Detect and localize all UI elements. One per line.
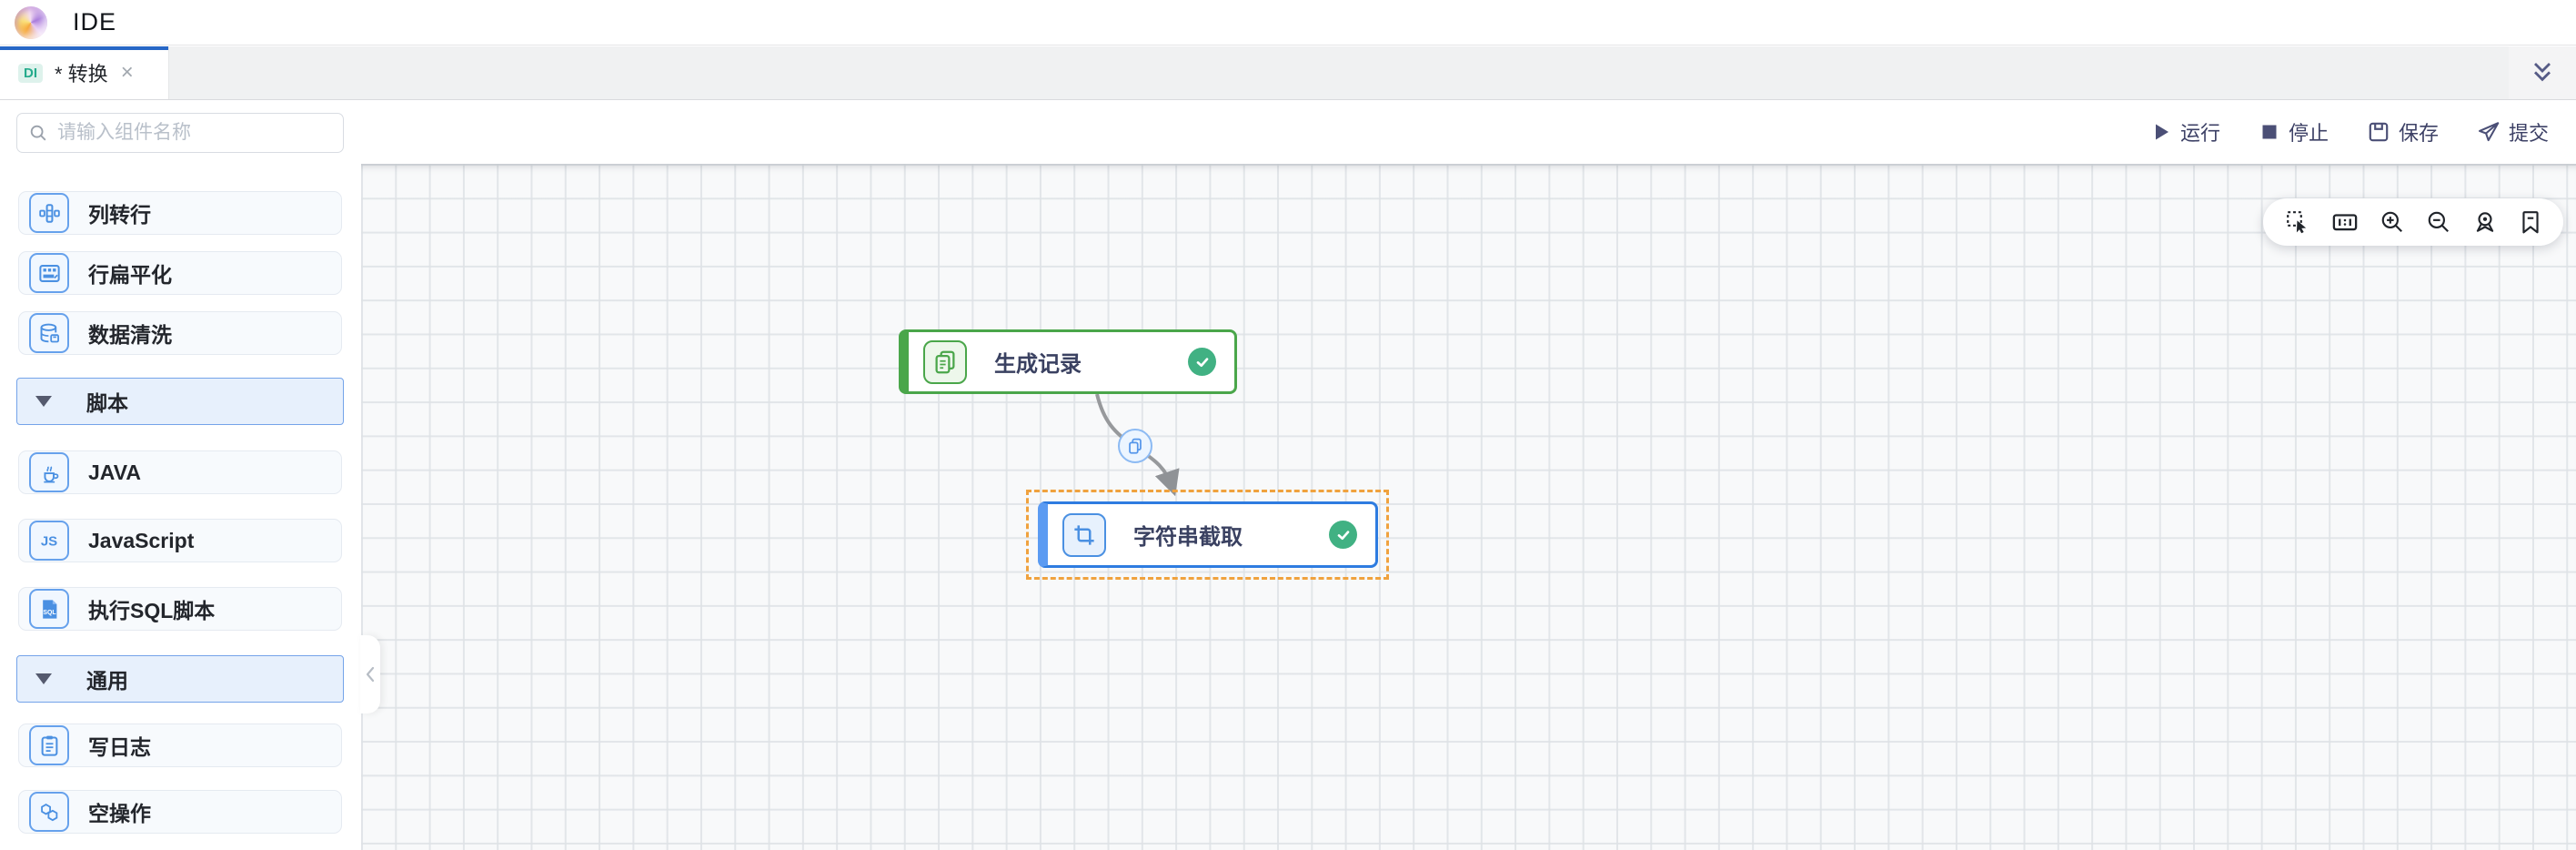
generate-records-icon	[923, 339, 967, 384]
collapse-triangle-icon	[35, 673, 52, 684]
chevron-left-icon	[366, 666, 375, 683]
tab-bar: DI * 转换 ×	[0, 46, 2576, 100]
search-icon	[30, 125, 46, 141]
double-chevron-down-icon	[2534, 63, 2551, 82]
java-icon	[29, 452, 69, 492]
sql-script-icon: SQL	[29, 589, 69, 629]
app-header: IDE	[0, 0, 2576, 46]
svg-text:SQL: SQL	[43, 609, 56, 615]
sidebar-collapse-handle[interactable]	[360, 635, 380, 713]
save-floppy-icon	[2369, 122, 2389, 142]
sidebar-item-label: JAVA	[88, 460, 141, 484]
play-icon	[2155, 124, 2168, 140]
sidebar-item-label: 空操作	[88, 802, 151, 825]
sidebar-item-label: JavaScript	[88, 528, 195, 552]
sidebar-item-java[interactable]: JAVA	[18, 450, 342, 494]
di-badge: DI	[18, 63, 43, 83]
one-to-one-icon[interactable]	[2331, 209, 2359, 235]
marquee-select-icon[interactable]	[2285, 209, 2310, 235]
stop-button[interactable]: 停止	[2259, 117, 2329, 147]
node-generate-records[interactable]: 生成记录	[899, 329, 1237, 394]
stop-icon	[2262, 125, 2277, 139]
javascript-icon: JS	[29, 521, 69, 561]
locate-icon[interactable]	[2472, 209, 2498, 235]
sidebar-item-data-cleanse[interactable]: 数据清洗	[18, 311, 342, 355]
app-title: IDE	[73, 8, 117, 35]
sidebar-item-label: 写日志	[88, 735, 151, 759]
sidebar-group-general[interactable]: 通用	[16, 655, 344, 703]
sidebar-item-label: 列转行	[88, 203, 151, 227]
sidebar-item-label: 行扁平化	[88, 263, 172, 287]
row-flatten-icon	[29, 253, 69, 293]
sidebar-item-javascript[interactable]: JS JavaScript	[18, 519, 342, 562]
sidebar-item-sql-script[interactable]: SQL 执行SQL脚本	[18, 587, 342, 631]
zoom-out-icon[interactable]	[2426, 209, 2451, 235]
workflow-action-bar: 运行 停止 保存 提交	[2150, 100, 2576, 164]
canvas-toolbar	[2263, 198, 2563, 246]
sidebar-group-script[interactable]: 脚本	[16, 378, 344, 425]
component-search-box	[16, 113, 344, 153]
save-label: 保存	[2398, 122, 2439, 145]
column-to-row-icon	[29, 193, 69, 233]
collapse-triangle-icon	[35, 396, 52, 407]
sidebar-item-column-to-row[interactable]: 列转行	[18, 191, 342, 235]
sidebar-group-label: 通用	[86, 669, 128, 693]
tab-close-icon[interactable]: ×	[120, 60, 134, 85]
write-log-icon	[29, 725, 69, 765]
node-string-substring[interactable]: 字符串截取	[1038, 501, 1378, 568]
canvas-grid[interactable]	[361, 164, 2576, 850]
node-selection-outline	[1026, 490, 1389, 580]
sidebar-item-label: 执行SQL脚本	[88, 599, 216, 622]
submit-label: 提交	[2508, 122, 2549, 145]
no-op-icon	[29, 792, 69, 832]
node-title: 字符串截取	[1133, 525, 1243, 550]
run-button[interactable]: 运行	[2150, 117, 2220, 147]
sidebar-item-no-op[interactable]: 空操作	[18, 790, 342, 834]
component-sidebar: 列转行 行扁平化	[0, 100, 361, 850]
component-search-input[interactable]	[57, 122, 332, 144]
data-cleanse-icon	[29, 313, 69, 353]
zoom-in-icon[interactable]	[2380, 209, 2405, 235]
edge-copy-icon[interactable]	[1118, 429, 1152, 463]
svg-text:JS: JS	[41, 534, 57, 550]
tab-label: * 转换	[55, 63, 108, 86]
collapse-tab-list-button[interactable]	[2509, 46, 2576, 99]
tab-transform[interactable]: DI * 转换 ×	[0, 46, 169, 99]
sidebar-item-row-flatten[interactable]: 行扁平化	[18, 251, 342, 295]
bookmark-icon[interactable]	[2519, 209, 2542, 235]
success-check-icon	[1188, 348, 1216, 376]
sidebar-item-write-log[interactable]: 写日志	[18, 724, 342, 767]
run-label: 运行	[2179, 122, 2220, 145]
submit-button[interactable]: 提交	[2477, 117, 2549, 147]
save-button[interactable]: 保存	[2367, 117, 2439, 147]
success-check-icon	[1329, 521, 1357, 549]
sidebar-item-label: 数据清洗	[88, 323, 172, 347]
string-substring-icon	[1062, 512, 1106, 557]
node-title: 生成记录	[994, 352, 1082, 377]
paper-plane-icon	[2478, 122, 2500, 142]
flow-canvas[interactable]: 生成记录 字符串截取	[360, 100, 2576, 850]
stop-label: 停止	[2288, 122, 2329, 145]
app-logo-icon	[15, 5, 47, 39]
sidebar-group-label: 脚本	[86, 391, 128, 415]
